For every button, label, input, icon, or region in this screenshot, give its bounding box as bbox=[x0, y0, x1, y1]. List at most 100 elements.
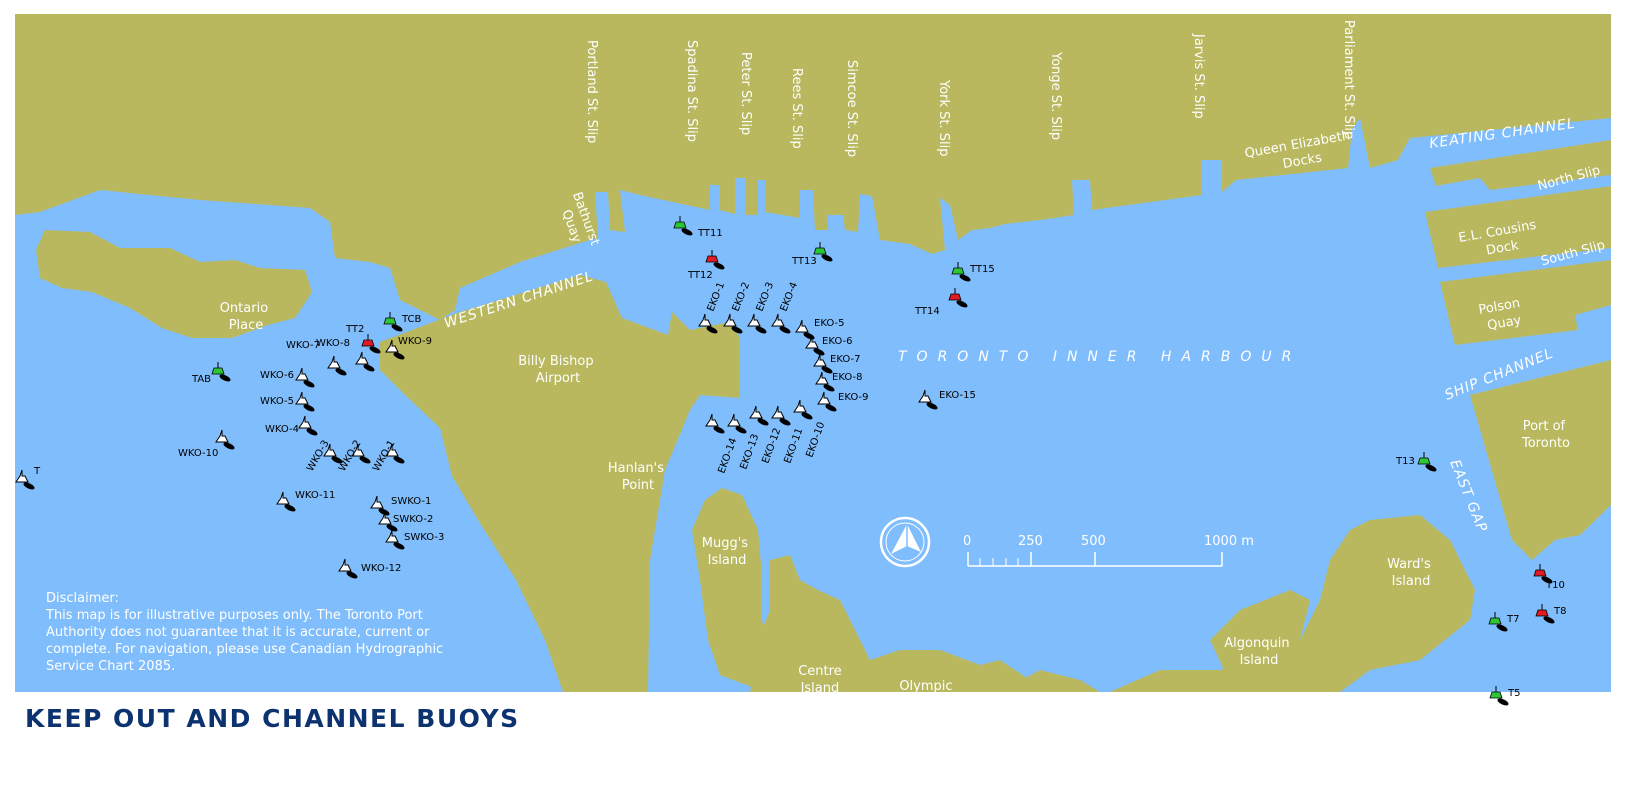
buoy-label: T7 bbox=[1506, 614, 1519, 625]
buoy-label: WKO-12 bbox=[361, 563, 401, 574]
muggs-island-label: Mugg's Island bbox=[702, 536, 752, 568]
keep-out-buoy-icon bbox=[215, 429, 235, 450]
channel-buoy-icon bbox=[951, 262, 971, 282]
keep-out-buoy-icon bbox=[355, 351, 375, 372]
inner-harbour-label: TORONTO INNER HARBOUR bbox=[898, 349, 1301, 365]
buoy-label: WKO-9 bbox=[398, 336, 432, 347]
keep-out-buoy-icon bbox=[276, 491, 296, 512]
channel-buoy-icon bbox=[1488, 612, 1508, 632]
buoy-label: WKO-6 bbox=[260, 370, 294, 381]
keep-out-buoy-icon bbox=[793, 399, 813, 420]
keep-out-buoy-icon bbox=[727, 413, 747, 434]
scale-tick-500: 500 bbox=[1081, 534, 1106, 549]
buoy-label: T5 bbox=[1507, 688, 1520, 699]
keep-out-buoy-icon bbox=[295, 367, 315, 388]
keep-out-buoy-icon bbox=[805, 335, 825, 356]
ontario-place bbox=[36, 230, 312, 338]
scale-tick-0: 0 bbox=[963, 534, 971, 549]
olympic-island bbox=[875, 655, 975, 692]
slip-label-jarvis: Jarvis St. Slip bbox=[1191, 33, 1206, 119]
buoy-label: WKO-11 bbox=[295, 490, 335, 501]
el-cousins-dock bbox=[1425, 186, 1611, 268]
buoy-label: SWKO-3 bbox=[404, 532, 444, 543]
ontario-place-label: Ontario Place bbox=[220, 301, 273, 333]
land bbox=[15, 14, 1611, 692]
port-of-toronto-label: Port of Toronto bbox=[1521, 419, 1570, 451]
keep-out-buoy-icon bbox=[338, 558, 358, 579]
keep-out-buoy-icon bbox=[370, 495, 390, 516]
slip-label-yonge: Yonge St. Slip bbox=[1048, 51, 1063, 140]
keep-out-buoy-icon bbox=[327, 355, 347, 376]
centre-island-label: Centre Island Park bbox=[798, 664, 846, 713]
buoy-label: EKO-5 bbox=[814, 318, 844, 329]
channel-buoy-icon bbox=[1535, 604, 1555, 624]
port-of-toronto bbox=[1470, 360, 1611, 560]
buoy-label: WKO-8 bbox=[316, 338, 350, 349]
polson-quay bbox=[1440, 260, 1611, 345]
algonquin-island bbox=[1210, 590, 1310, 672]
buoy-label: TAB bbox=[191, 374, 211, 385]
wards-island-label: Ward's Island bbox=[1387, 557, 1435, 589]
billy-bishop-airport bbox=[380, 275, 740, 692]
channel-buoy-icon bbox=[948, 288, 968, 308]
centre-island bbox=[750, 555, 1060, 692]
buoy-label: TCB bbox=[401, 314, 422, 325]
buoy-label: TT15 bbox=[969, 264, 995, 275]
buoy-label: TT2 bbox=[345, 324, 364, 335]
slip-label-peter: Peter St. Slip bbox=[738, 52, 753, 135]
buoy-label: EKO-15 bbox=[939, 390, 976, 401]
buoy-label: EKO-8 bbox=[832, 372, 862, 383]
keep-out-buoy-icon bbox=[385, 443, 405, 464]
keep-out-buoy-icon bbox=[747, 313, 767, 334]
muggs-island bbox=[692, 488, 770, 690]
buoy-label: EKO-7 bbox=[830, 354, 860, 365]
page-title: KEEP OUT AND CHANNEL BUOYS bbox=[25, 704, 520, 733]
slip-label-simcoe: Simcoe St. Slip bbox=[844, 60, 859, 157]
wards-island bbox=[1110, 515, 1475, 692]
buoy-label: T10 bbox=[1545, 580, 1565, 591]
buoy-label: WKO-7 bbox=[286, 340, 320, 351]
channel-buoy-icon bbox=[813, 242, 833, 262]
buoy-label: WKO-5 bbox=[260, 396, 294, 407]
scale-tick-1000: 1000 m bbox=[1204, 534, 1254, 549]
buoy-label: TT11 bbox=[697, 228, 723, 239]
buoy-label: WKO-10 bbox=[178, 448, 218, 459]
channel-buoy-icon bbox=[383, 312, 403, 332]
keep-out-buoy-icon bbox=[771, 405, 791, 426]
keep-out-buoy-icon bbox=[705, 413, 725, 434]
buoy-label: SWKO-2 bbox=[393, 514, 433, 525]
olympic-island-label: Olympic Island bbox=[899, 679, 956, 711]
slip-label-parliament: Parliament St. Slip bbox=[1341, 20, 1356, 139]
channel-buoy-icon bbox=[1489, 686, 1509, 706]
polson-quay-label: Polson Quay bbox=[1477, 295, 1528, 335]
keep-out-buoy-icon bbox=[749, 405, 769, 426]
hanlans-point-label: Hanlan's Point bbox=[608, 461, 668, 493]
south-shore-scrap bbox=[1000, 670, 1100, 692]
keep-out-buoy-icon bbox=[817, 391, 837, 412]
disclaimer-line: complete. For navigation, please use Can… bbox=[46, 642, 444, 657]
buoy-label: EKO-9 bbox=[838, 392, 868, 403]
keep-out-buoy-icon bbox=[771, 313, 791, 334]
disclaimer-line: Authority does not guarantee that it is … bbox=[46, 625, 430, 640]
channel-buoy-icon bbox=[1417, 452, 1437, 472]
billy-bishop-label: Billy Bishop Airport bbox=[518, 354, 597, 386]
buoy-label: T13 bbox=[1395, 456, 1415, 467]
channel-buoy-icon bbox=[673, 216, 693, 236]
buoy-label: T8 bbox=[1553, 606, 1566, 617]
buoy-label: SWKO-1 bbox=[391, 496, 431, 507]
slip-label-spadina: Spadina St. Slip bbox=[684, 40, 699, 142]
disclaimer: Disclaimer: This map is for illustrative… bbox=[46, 590, 486, 675]
channel-buoy-icon bbox=[705, 250, 725, 270]
keep-out-buoy-icon bbox=[385, 529, 405, 550]
keep-out-buoy-icon bbox=[723, 313, 743, 334]
keep-out-buoy-icon bbox=[351, 443, 371, 464]
keep-out-buoy-icon bbox=[378, 511, 398, 532]
north-shore bbox=[15, 14, 1611, 320]
buoy-label: TT13 bbox=[791, 256, 817, 267]
keep-out-buoy-icon bbox=[295, 391, 315, 412]
keep-out-buoy-icon bbox=[918, 389, 938, 410]
slip-label-portland: Portland St. Slip bbox=[584, 40, 599, 143]
slip-label-york: York St. Slip bbox=[936, 79, 951, 157]
scale-bar: 0 250 500 1000 m bbox=[963, 534, 1254, 567]
